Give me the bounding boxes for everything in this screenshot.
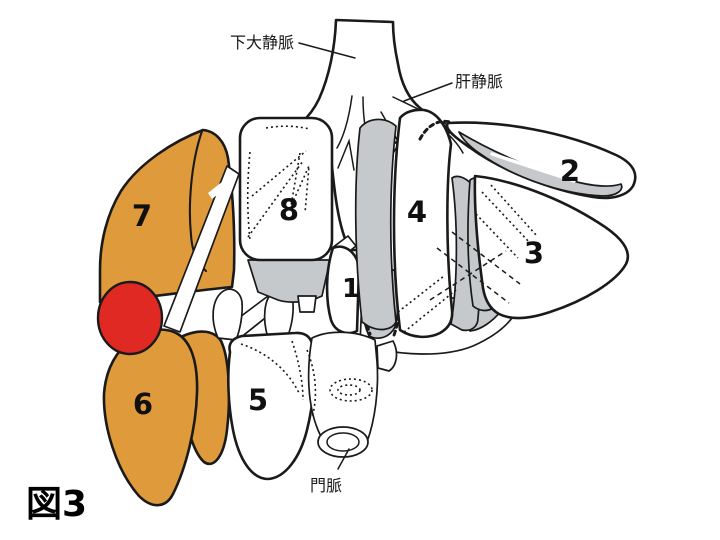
- portal-vein-leader-line: [337, 448, 350, 470]
- ivc-leader-line: [298, 42, 356, 59]
- hilar-tab: [297, 295, 317, 313]
- segment-5: [227, 331, 316, 481]
- segment-7-number: 7: [132, 199, 152, 233]
- segment-5-number: 5: [248, 383, 268, 417]
- segment-8: [238, 116, 334, 262]
- dotted-arc-near-segment-2: [418, 119, 452, 141]
- segment-8-number: 8: [279, 193, 299, 227]
- segment-6-number: 6: [133, 387, 153, 421]
- segment-3-number: 3: [524, 236, 544, 270]
- segment-1-number: 1: [342, 274, 360, 304]
- lesion-marker: [96, 280, 164, 356]
- segment-8-cut-surface: [247, 259, 331, 303]
- segment-4-number: 4: [407, 195, 427, 229]
- inferior-vena-cava-label: 下大静脈: [230, 33, 294, 52]
- portal-vein-label: 門脈: [310, 476, 342, 495]
- segment-2-number: 2: [560, 154, 580, 188]
- segment-4-left-shading: [354, 118, 397, 331]
- portal-pedicle: [212, 288, 244, 341]
- hilar-vessel-strip: [163, 165, 240, 333]
- segment-6-shape: [102, 328, 199, 507]
- portal-dotted-ring: [337, 384, 361, 396]
- figure-caption: 図3: [26, 484, 87, 525]
- segment-5-shape: [227, 331, 316, 481]
- portal-vein: [306, 331, 398, 458]
- segment-3: [473, 174, 629, 320]
- portal-vein-mouth: [317, 426, 369, 458]
- hepatic-vein-label: 肝静脈: [455, 72, 503, 91]
- portal-dotted-ring: [329, 378, 373, 402]
- portal-vein-lumen: [326, 432, 360, 452]
- segment-2: [445, 121, 637, 200]
- portal-branch-stub: [376, 340, 398, 372]
- vein-slash-on-segment-7: [208, 174, 236, 199]
- segment-2-shape: [445, 121, 637, 200]
- projection-dashed-lines: [397, 231, 521, 333]
- hepatic-vein-leader-line: [403, 82, 453, 102]
- segment-8-shape: [238, 116, 334, 262]
